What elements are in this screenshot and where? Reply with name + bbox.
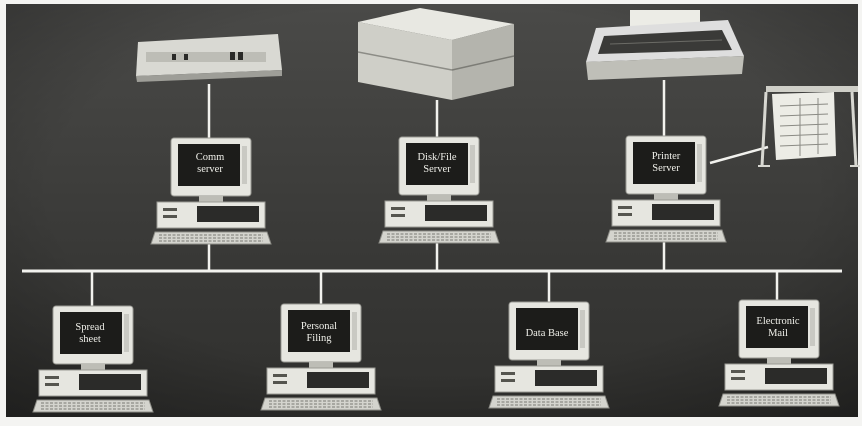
- computer-personal-filing-screen: [288, 310, 350, 352]
- modem-device: [136, 34, 282, 82]
- computer-electronic-mail-screen: [746, 306, 808, 348]
- computer-spreadsheet-screen: [60, 312, 122, 354]
- computer-comm-server-screen: [178, 144, 240, 186]
- computer-disk-file-server-screen: [406, 143, 468, 185]
- computer-printer-server-screen: [633, 142, 695, 184]
- computer-database-screen: [516, 308, 578, 350]
